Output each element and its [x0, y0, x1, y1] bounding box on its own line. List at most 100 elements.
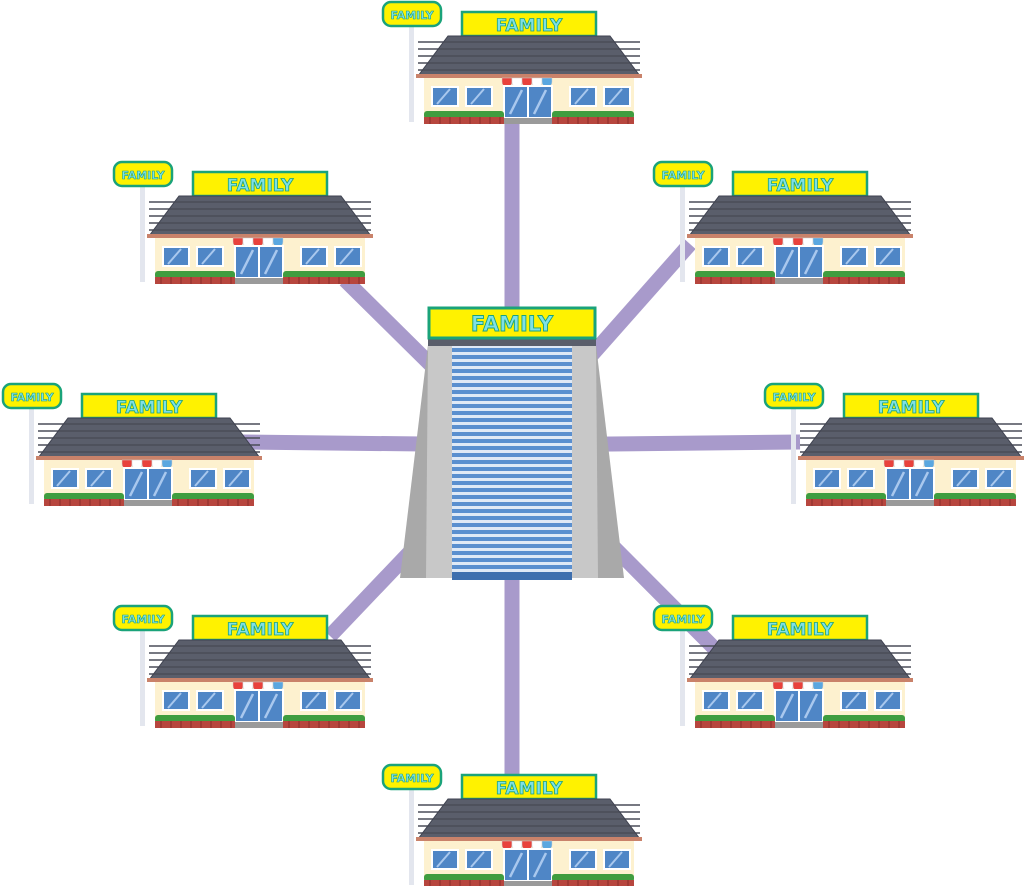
door-step: [235, 722, 283, 728]
hub-window-stripe: [452, 530, 572, 534]
window: [431, 86, 459, 107]
hub-sign-board: [427, 306, 597, 340]
store-sign-board: [731, 614, 869, 642]
window-glare: [194, 470, 209, 487]
store-sign-text: FAMILY: [496, 779, 563, 799]
door-glare: [263, 249, 279, 275]
pole-sign-text: FAMILY: [121, 613, 165, 626]
hub-sign-text: FAMILY: [471, 312, 554, 336]
window: [162, 690, 190, 711]
window-glare: [167, 248, 182, 265]
eave: [798, 456, 1024, 460]
hub-window-stripe: [452, 551, 572, 555]
door-step: [775, 722, 823, 728]
store-sign-text: FAMILY: [227, 620, 294, 640]
window: [196, 246, 224, 267]
store-sign-board: [731, 170, 869, 198]
window: [431, 849, 459, 870]
hub-window-stripe: [452, 432, 572, 436]
pole: [409, 789, 414, 885]
hub-window-stripe: [452, 383, 572, 387]
hub-roof-band: [428, 338, 596, 346]
window-glare: [852, 470, 867, 487]
window: [569, 86, 597, 107]
hub-window-stripe: [452, 495, 572, 499]
hub-window-stripe: [452, 397, 572, 401]
door-glare: [779, 249, 795, 275]
door-step: [124, 500, 172, 506]
window-glare: [741, 692, 756, 709]
hub-window-stripe: [452, 446, 572, 450]
window: [465, 86, 493, 107]
hub-window-stripe: [452, 355, 572, 359]
door-glare: [890, 471, 906, 497]
pole-sign: [112, 160, 174, 188]
planter: [44, 499, 124, 506]
planter: [695, 277, 775, 284]
window: [334, 690, 362, 711]
planter: [283, 721, 365, 728]
store-sign-board: [842, 392, 980, 420]
hub-window-stripe: [452, 467, 572, 471]
window: [702, 690, 730, 711]
pole-sign: [763, 382, 825, 410]
window-glare: [956, 470, 971, 487]
door-step: [504, 881, 552, 886]
window-glare: [574, 88, 589, 105]
window: [813, 468, 841, 489]
window-glare: [201, 248, 216, 265]
window: [874, 690, 902, 711]
store-sign-text: FAMILY: [116, 398, 183, 418]
window: [951, 468, 979, 489]
hub-window-stripe: [452, 362, 572, 366]
hub-window-stripe: [452, 418, 572, 422]
hub-window-stripe: [452, 453, 572, 457]
store-sign-board: [80, 392, 218, 420]
hub-pillar-left: [426, 345, 452, 578]
planter: [424, 117, 504, 124]
window-glare: [167, 692, 182, 709]
window-glare: [741, 248, 756, 265]
pole-sign-text: FAMILY: [772, 391, 816, 404]
window-glare: [608, 88, 623, 105]
planter: [155, 721, 235, 728]
door-glare: [239, 693, 255, 719]
door-glare: [532, 852, 548, 878]
pole: [140, 630, 145, 726]
pole-sign-text: FAMILY: [661, 613, 705, 626]
pole: [409, 26, 414, 122]
window: [603, 849, 631, 870]
store-sign-text: FAMILY: [496, 16, 563, 36]
window: [874, 246, 902, 267]
hub-window-stripe: [452, 502, 572, 506]
planter: [424, 880, 504, 886]
pole-sign-text: FAMILY: [390, 772, 434, 785]
window-glare: [470, 851, 485, 868]
store-sign-board: [191, 614, 329, 642]
window-glare: [90, 470, 105, 487]
hub-window-stripe: [452, 474, 572, 478]
hub-entrance: [452, 572, 572, 580]
window-glare: [228, 470, 243, 487]
pole: [680, 186, 685, 282]
store-top: FAMILY FAMILY: [381, 0, 642, 124]
eave: [147, 234, 373, 238]
door-glare: [128, 471, 144, 497]
hub-window-stripe: [452, 509, 572, 513]
window-glare: [608, 851, 623, 868]
hub-window-stripe: [452, 523, 572, 527]
pole-sign: [381, 763, 443, 791]
pole: [680, 630, 685, 726]
store-lower-left: FAMILY FAMILY: [112, 604, 373, 728]
door-glare: [239, 249, 255, 275]
door-glare: [803, 249, 819, 275]
window-glare: [707, 692, 722, 709]
headquarters-building: FAMILY: [400, 306, 624, 580]
pole-sign: [652, 160, 714, 188]
pole-sign-text: FAMILY: [390, 9, 434, 22]
